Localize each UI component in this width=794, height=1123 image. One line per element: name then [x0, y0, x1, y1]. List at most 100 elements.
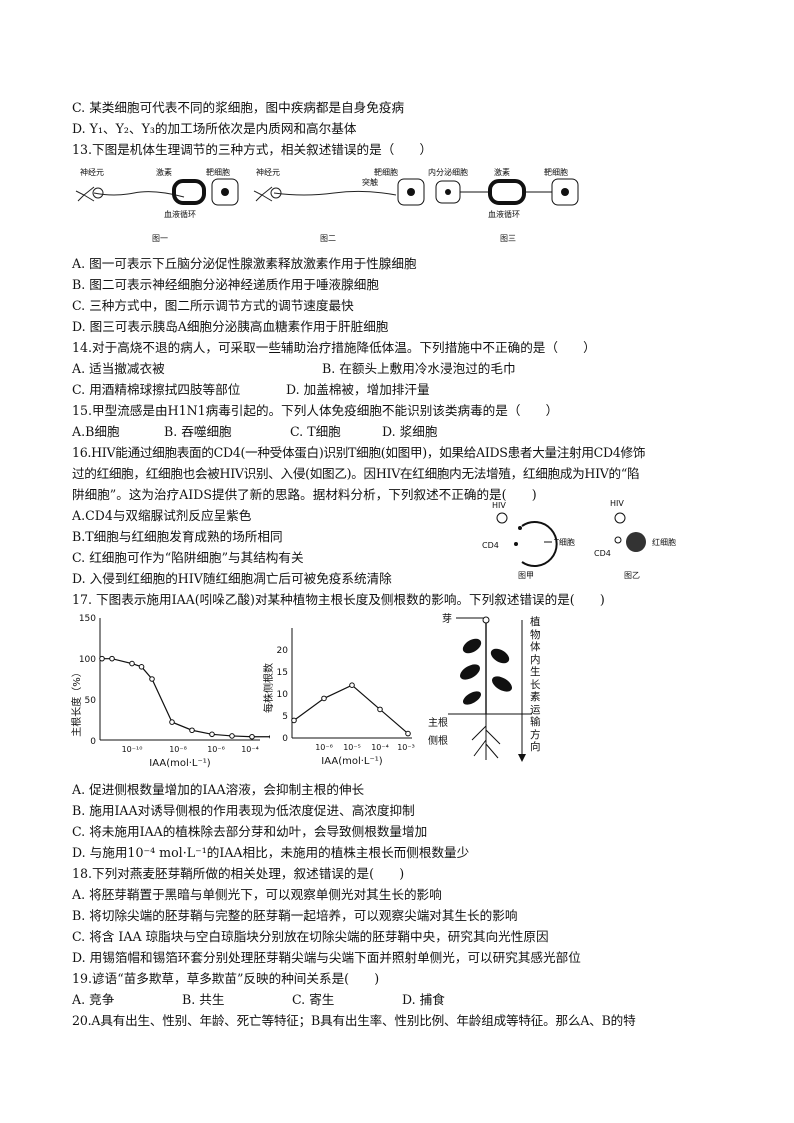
chart1-xlabel: IAA(mol·L⁻¹): [149, 758, 210, 769]
q15-stem: 15.甲型流感是由H1N1病毒引起的。下列人体免疫细胞不能识别该类病毒的是（ ）: [72, 403, 559, 418]
chart2-xlabel: IAA(mol·L⁻¹): [321, 756, 382, 767]
q16-stem-line1: 16.HIV能通过细胞表面的CD4(一种受体蛋白)识别T细胞(如图甲)，如果给A…: [72, 445, 646, 460]
fig1-vessel: [172, 179, 206, 205]
plant-leaf-3: [460, 664, 480, 680]
plant-bud-icon: [482, 616, 490, 624]
q17-option-b: B. 施用IAA对诱导侧根的作用表现为低浓度促进、高浓度抑制: [72, 803, 415, 818]
plant-leaf-2: [490, 648, 510, 664]
fig3-endocrine-nucleus: [445, 189, 451, 195]
fig-yi-hiv-particle: [614, 512, 626, 524]
chart1-ytick-150: 150: [79, 614, 96, 624]
fig1-hormone-label: 激素: [156, 167, 172, 177]
plant-leaf-5: [462, 691, 482, 705]
q17-option-d: D. 与施用10⁻⁴ mol·L⁻¹的IAA相比，未施用的植株主根长而侧根数量少: [72, 845, 470, 860]
q18-option-b: B. 将切除尖端的胚芽鞘与完整的胚芽鞘一起培养，可以观察尖端对其生长的影响: [72, 908, 518, 923]
fig2-target-cell: [397, 178, 425, 206]
fig3-endocrine-label: 内分泌细胞: [428, 167, 468, 177]
q15-option-c: C. T细胞: [290, 424, 341, 439]
fig-yi-group: HIV CD4 红细胞 图乙: [594, 499, 676, 580]
chart2-point-4: [405, 730, 411, 737]
chart2-ytick-0: 0: [282, 734, 288, 744]
q17-plant-diagram: 芽 主根 侧根: [428, 612, 532, 762]
fig2-caption: 图二: [320, 234, 336, 243]
q17-option-c: C. 将未施用IAA的植株除去部分芽和幼叶，会导致侧根数量增加: [72, 824, 428, 839]
chart1-series: [99, 655, 270, 740]
chart2-point-3: [377, 706, 383, 713]
q20-stem: 20.A具有出生、性别、年龄、死亡等特征；B具有出生率、性别比例、年龄组成等特征…: [72, 1013, 636, 1028]
q12-option-d: D. Y₁、Y₂、Y₃的加工场所依次是内质网和高尔基体: [72, 121, 357, 136]
chart2-point-1: [321, 695, 327, 702]
chart2-xtick-2: 10⁻⁵: [343, 743, 361, 752]
chart1-point-1: [109, 655, 115, 662]
plant-arrow-head: [518, 754, 526, 762]
fig2-target-nucleus: [407, 188, 415, 196]
chart1-point-8: [229, 733, 235, 739]
fig1-neuron-label: 神经元: [80, 167, 104, 177]
q17-option-a: A. 促进侧根数量增加的IAA溶液，会抑制主根的伸长: [72, 782, 365, 797]
fig-yi-caption: 图乙: [624, 571, 640, 580]
fig-yi-red-cell: [626, 532, 646, 552]
q15-option-b: B. 吞噬细胞: [164, 424, 232, 439]
chart1-point-9: [249, 733, 255, 740]
chart1-ytick-100: 100: [79, 655, 96, 665]
chart2-point-0: [291, 717, 297, 724]
fig2-neuron-shape: [253, 186, 397, 202]
fig2-neuron-body: [270, 187, 282, 199]
fig3-group: 内分泌细胞 激素 血液循环 靶细胞 图三: [428, 167, 579, 243]
fig-yi-cd4-label: CD4: [594, 549, 611, 558]
q14-option-b: B. 在额头上敷用冷水浸泡过的毛巾: [322, 361, 516, 376]
q19-option-d: D. 捕食: [402, 992, 445, 1007]
chart1-point-6: [189, 727, 195, 734]
chart1-xtick-1: 10⁻¹⁰: [122, 745, 143, 754]
q13-option-c: C. 三种方式中，图二所示调节方式的调节速度最快: [72, 298, 354, 313]
chart1-point-4: [149, 676, 155, 682]
q14-option-a: A. 适当撤减衣被: [72, 361, 165, 376]
fig3-target-label: 靶细胞: [544, 167, 568, 177]
chart2-ytick-20: 20: [277, 646, 289, 656]
q14-option-c: C. 用酒精棉球擦拭四肢等部位: [72, 382, 241, 397]
chart2-xtick-4: 10⁻³: [397, 743, 415, 752]
fig3-target-cell: [551, 178, 579, 206]
q16-option-b: B.T细胞与红细胞发育成熟的场所相同: [72, 529, 283, 544]
plant-transport-label: 植物体内生长素运输方向: [530, 616, 541, 753]
plant-main-root-label: 主根: [428, 716, 448, 729]
fig-jia-caption: 图甲: [518, 571, 534, 580]
fig-yi-hiv-label: HIV: [610, 499, 624, 508]
chart2-point-2: [349, 682, 355, 688]
q15-option-a: A.B细胞: [72, 424, 120, 439]
fig3-vessel: [488, 179, 526, 205]
q18-option-c: C. 将含 IAA 琼脂块与空白琼脂块分别放在切除尖端的胚芽鞘中央，研究其向光性…: [72, 929, 549, 944]
plant-bud-label: 芽: [442, 612, 452, 625]
plant-roots: [471, 714, 501, 760]
fig-jia-tcell-label: T细胞: [553, 537, 575, 547]
q18-option-d: D. 用锡箔帽和锡箔环套分别处理胚芽鞘尖端与尖端下面并照射单侧光，可以研究其感光…: [72, 950, 581, 965]
q16-option-c: C. 红细胞可作为“陷阱细胞”与其结构有关: [72, 550, 304, 565]
chart2-line: [293, 684, 409, 735]
q18-option-a: A. 将胚芽鞘置于黑暗与单侧光下，可以观察单侧光对其生长的影响: [72, 887, 442, 902]
chart1-xtick-4: 10⁻⁴: [241, 745, 259, 754]
chart-main-root-length: 主根长度（%） 0 50 100 150 10⁻¹⁰ 10⁻⁸ 10⁻⁶ 10⁻…: [70, 614, 270, 769]
fig1-target-label: 靶细胞: [206, 167, 230, 177]
chart1-point-0: [99, 655, 105, 662]
q14-options-row1: A. 适当撤减衣被 B. 在额头上敷用冷水浸泡过的毛巾: [72, 360, 516, 377]
q13-option-a: A. 图一可表示下丘脑分泌促性腺激素释放激素作用于性腺细胞: [72, 256, 417, 271]
chart2-xtick-3: 10⁻⁴: [371, 743, 389, 752]
chart2-series: [291, 682, 411, 737]
fig1-target-cell: [211, 178, 239, 206]
fig-jia-hiv-label: HIV: [492, 501, 506, 510]
fig1-neuron-body: [92, 187, 104, 199]
chart1-ytick-50: 50: [85, 696, 97, 706]
chart1-point-2: [129, 660, 135, 667]
q14-stem: 14.对于高烧不退的病人，可采取一些辅助治疗措施降低体温。下列措施中不正确的是（…: [72, 340, 596, 355]
q16-stem-line3: 阱细胞”。这为治疗AIDS提供了新的思路。据材料分析，下列叙述不正确的是( ): [72, 487, 537, 502]
chart-lateral-root-number: 每株侧根数 0 5 10 15 20 10⁻⁶ 10⁻⁵ 10⁻⁴ 10⁻³ I…: [262, 628, 415, 767]
fig1-caption: 图一: [152, 234, 168, 243]
fig-jia-cd4-label: CD4: [482, 541, 499, 550]
fig-jia-t-cell-shape: [521, 521, 558, 567]
q16-stem-line2: 过的红细胞，红细胞也会被HIV识别、入侵(如图乙)。因HIV在红细胞内无法增殖，…: [72, 466, 640, 481]
chart2-xtick-1: 10⁻⁶: [315, 743, 333, 752]
fig2-group: 神经元 突触 靶细胞 图二: [253, 167, 425, 243]
